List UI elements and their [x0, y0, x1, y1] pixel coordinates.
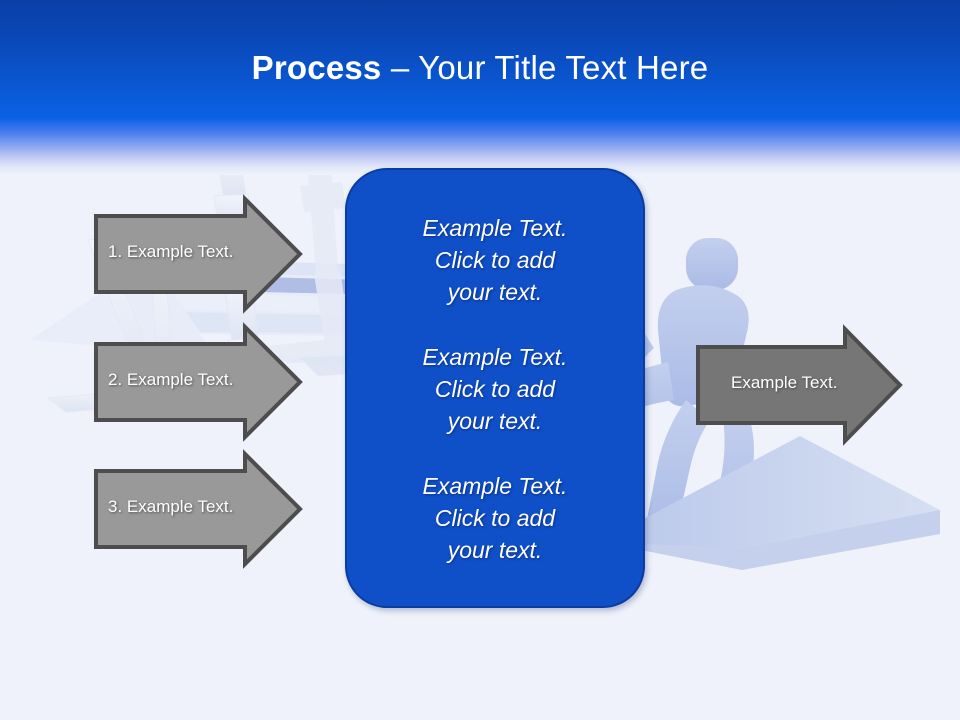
center-panel[interactable]: Example Text. Click to add your text. Ex…	[345, 168, 645, 608]
panel-text-block-3: Example Text. Click to add your text.	[347, 470, 643, 566]
panel-text-block-3-line-3: your text.	[447, 537, 543, 563]
right-arrow[interactable]: Example Text.	[695, 324, 905, 446]
left-arrow-1-label: 1. Example Text.	[108, 242, 234, 261]
panel-text-block-2-line-2: Click to add	[434, 376, 556, 402]
panel-text-block-2-line-1: Example Text.	[422, 344, 568, 370]
page-title-bold: Process	[251, 49, 382, 86]
left-arrow-1[interactable]: 1. Example Text.	[93, 194, 305, 314]
panel-text-block-1: Example Text. Click to add your text.	[347, 212, 643, 308]
left-arrow-2[interactable]: 2. Example Text.	[93, 322, 305, 442]
page-title-regular: – Your Title Text Here	[381, 49, 709, 86]
panel-text-block-1-line-1: Example Text.	[422, 215, 568, 241]
left-arrow-3-label: 3. Example Text.	[108, 497, 234, 516]
panel-text-block-1-line-2: Click to add	[434, 247, 556, 273]
header-band	[0, 0, 960, 175]
panel-text-block-2: Example Text. Click to add your text.	[347, 341, 643, 437]
page-title: Process – Your Title Text Here	[0, 48, 960, 88]
panel-text-block-1-line-3: your text.	[447, 279, 543, 305]
left-arrow-3[interactable]: 3. Example Text.	[93, 449, 305, 569]
left-arrow-2-label: 2. Example Text.	[108, 370, 234, 389]
panel-text-block-3-line-2: Click to add	[434, 505, 556, 531]
panel-text-block-2-line-3: your text.	[447, 408, 543, 434]
panel-text-block-3-line-1: Example Text.	[422, 473, 568, 499]
right-arrow-label: Example Text.	[731, 373, 838, 392]
